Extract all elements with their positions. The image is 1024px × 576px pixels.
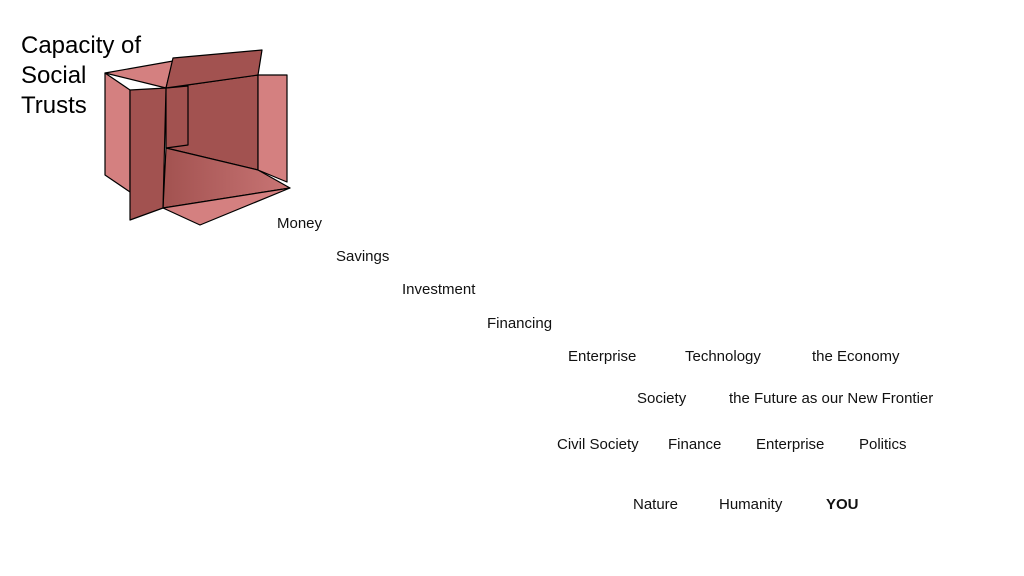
- label-technology: Technology: [685, 348, 761, 365]
- box-right-flap: [257, 74, 288, 183]
- step-savings: Savings: [336, 248, 390, 265]
- step-investment: Investment: [402, 281, 476, 298]
- label-nature: Nature: [633, 496, 679, 513]
- box-front-panel: [129, 87, 167, 221]
- label-you: YOU: [826, 496, 859, 513]
- label-society: Society: [637, 390, 687, 407]
- label-civil-society: Civil Society: [557, 436, 639, 453]
- label-finance: Finance: [668, 436, 722, 453]
- label-humanity: Humanity: [719, 496, 783, 513]
- step-financing: Financing: [487, 315, 553, 332]
- box-front-flap: [162, 187, 291, 226]
- label-enterprise: Enterprise: [568, 348, 637, 365]
- label-enterprise-2: Enterprise: [756, 436, 825, 453]
- box-left-outer-flap: [104, 72, 131, 193]
- label-future-frontier: the Future as our New Frontier: [729, 390, 934, 407]
- step-money: Money: [277, 215, 323, 232]
- box-inner-left-wall: [165, 85, 189, 149]
- label-the-economy: the Economy: [812, 348, 900, 365]
- open-box-illustration: [104, 49, 291, 226]
- label-politics: Politics: [859, 436, 907, 453]
- diagram-title: Capacity of Social Trusts: [21, 32, 142, 119]
